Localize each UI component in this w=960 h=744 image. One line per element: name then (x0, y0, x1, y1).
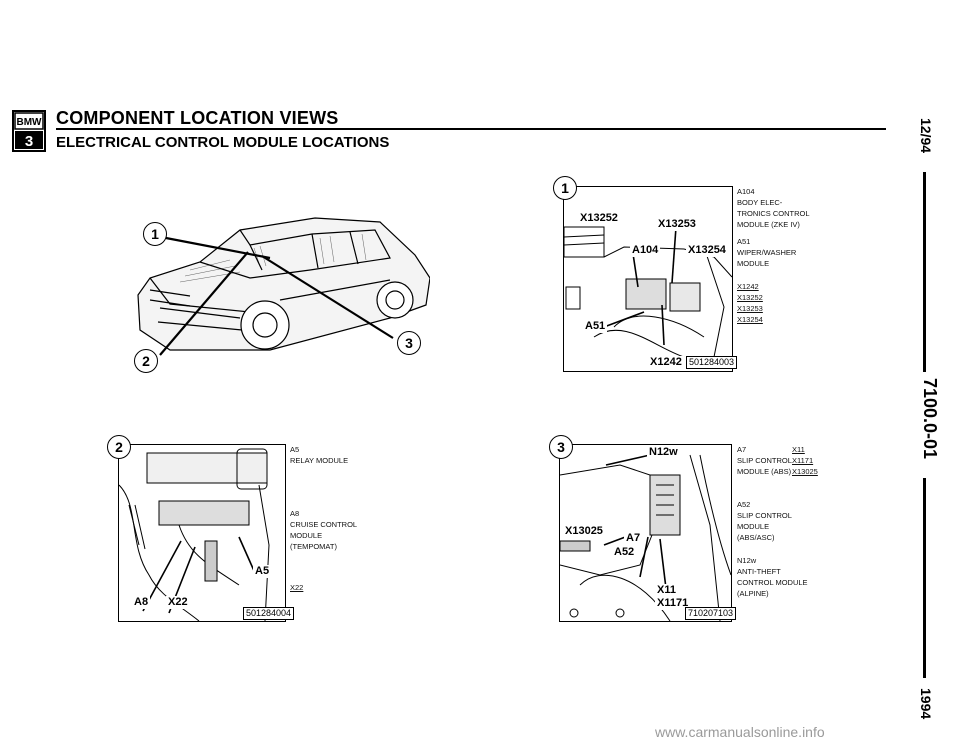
car-callout-1: 1 (143, 222, 167, 246)
view-1-figure-code: 501284003 (686, 356, 738, 369)
view-3-label-x11: X11 (655, 584, 678, 597)
legend-line: ANTI-THEFT (737, 567, 781, 576)
legend-id: A51 (737, 237, 751, 246)
view-3-number: 3 (549, 435, 573, 459)
legend-line: SLIP CONTROL (737, 456, 792, 465)
legend-line: MODULE (737, 259, 770, 268)
view-1-label-x13254: X13254 (686, 244, 728, 257)
legend-id: A7 (737, 445, 747, 454)
view-3-label-n12w: N12w (647, 446, 680, 459)
view-3-figure-code: 710207103 (685, 607, 737, 620)
car-callout-3: 3 (397, 331, 421, 355)
view-2-label-a5: A5 (253, 565, 272, 578)
view-3-drawing (560, 454, 731, 621)
footer-watermark: www.carmanualsonline.info (655, 724, 825, 740)
header-rule (56, 128, 886, 130)
legend-id: A52 (737, 500, 751, 509)
legend-line: TRONICS CONTROL (737, 209, 810, 218)
view-3-legend: A7 SLIP CONTROL MODULE (ABS) A52 SLIP CO… (737, 444, 827, 599)
page-title: COMPONENT LOCATION VIEWS (56, 108, 339, 128)
legend-connector: X11 (792, 445, 805, 454)
view-1-legend: A104 BODY ELEC- TRONICS CONTROL MODULE (… (737, 186, 837, 325)
legend-connector: X13254 (737, 315, 763, 324)
legend-line: MODULE (ZKE IV) (737, 220, 800, 229)
legend-connector: X13253 (737, 304, 763, 313)
view-1-label-x1242: X1242 (648, 356, 684, 369)
svg-text:3: 3 (25, 133, 33, 150)
view-2-label-a8: A8 (132, 596, 151, 609)
legend-line: (ALPINE) (737, 589, 769, 598)
view-1-label-x13253: X13253 (656, 218, 698, 231)
view-2-label-x22: X22 (166, 596, 190, 609)
side-bar-top (923, 172, 926, 372)
view-1-number: 1 (553, 176, 577, 200)
legend-connector: X13025 (792, 467, 818, 476)
car-illustration (137, 217, 430, 351)
view-1-drawing (564, 226, 732, 358)
legend-id: A104 (737, 187, 755, 196)
legend-line: MODULE (737, 522, 770, 531)
legend-line: CONTROL MODULE (737, 578, 808, 587)
legend-id: A8 (290, 509, 300, 518)
legend-connector: X1171 (792, 456, 814, 465)
view-1-label-x13252: X13252 (578, 212, 620, 225)
legend-id: N12w (737, 556, 757, 565)
view-3-label-a7: A7 (624, 532, 643, 545)
view-3-label-x1171: X1171 (655, 597, 691, 610)
legend-line: WIPER/WASHER (737, 248, 797, 257)
view-2-photo (118, 444, 286, 622)
view-1-label-a51: A51 (583, 320, 608, 333)
legend-line: MODULE (ABS) (737, 467, 792, 476)
legend-connector: X1242 (737, 282, 759, 291)
view-3-label-a52: A52 (612, 546, 637, 559)
legend-line: SLIP CONTROL (737, 511, 792, 520)
legend-line: BODY ELEC- (737, 198, 783, 207)
legend-connector: X13252 (737, 293, 763, 302)
car-callout-2: 2 (134, 349, 158, 373)
bmw-3-series-logo: BMW 3 (12, 110, 46, 152)
view-1-label-a104: A104 (630, 244, 661, 257)
view-3-label-x13025: X13025 (563, 525, 605, 538)
view-3-connector-list: X11 X1171 X13025 (792, 444, 852, 477)
legend-connector: X22 (290, 583, 304, 592)
view-2-number: 2 (107, 435, 131, 459)
view-2-drawing (119, 448, 270, 621)
legend-line: CRUISE CONTROL (290, 520, 358, 529)
legend-line: (ABS/ASC) (737, 533, 775, 542)
page-subtitle: ELECTRICAL CONTROL MODULE LOCATIONS (56, 134, 390, 151)
side-bar-bottom (923, 478, 926, 678)
view-2-figure-code: 501284004 (243, 607, 295, 620)
legend-line: MODULE (290, 531, 323, 540)
view-2-legend: A5 RELAY MODULE A8 CRUISE CONTROL MODULE… (290, 444, 390, 593)
legend-line: (TEMPOMAT) (290, 542, 337, 551)
svg-text:BMW: BMW (17, 117, 43, 128)
legend-id: A5 (290, 445, 300, 454)
legend-line: RELAY MODULE (290, 456, 349, 465)
